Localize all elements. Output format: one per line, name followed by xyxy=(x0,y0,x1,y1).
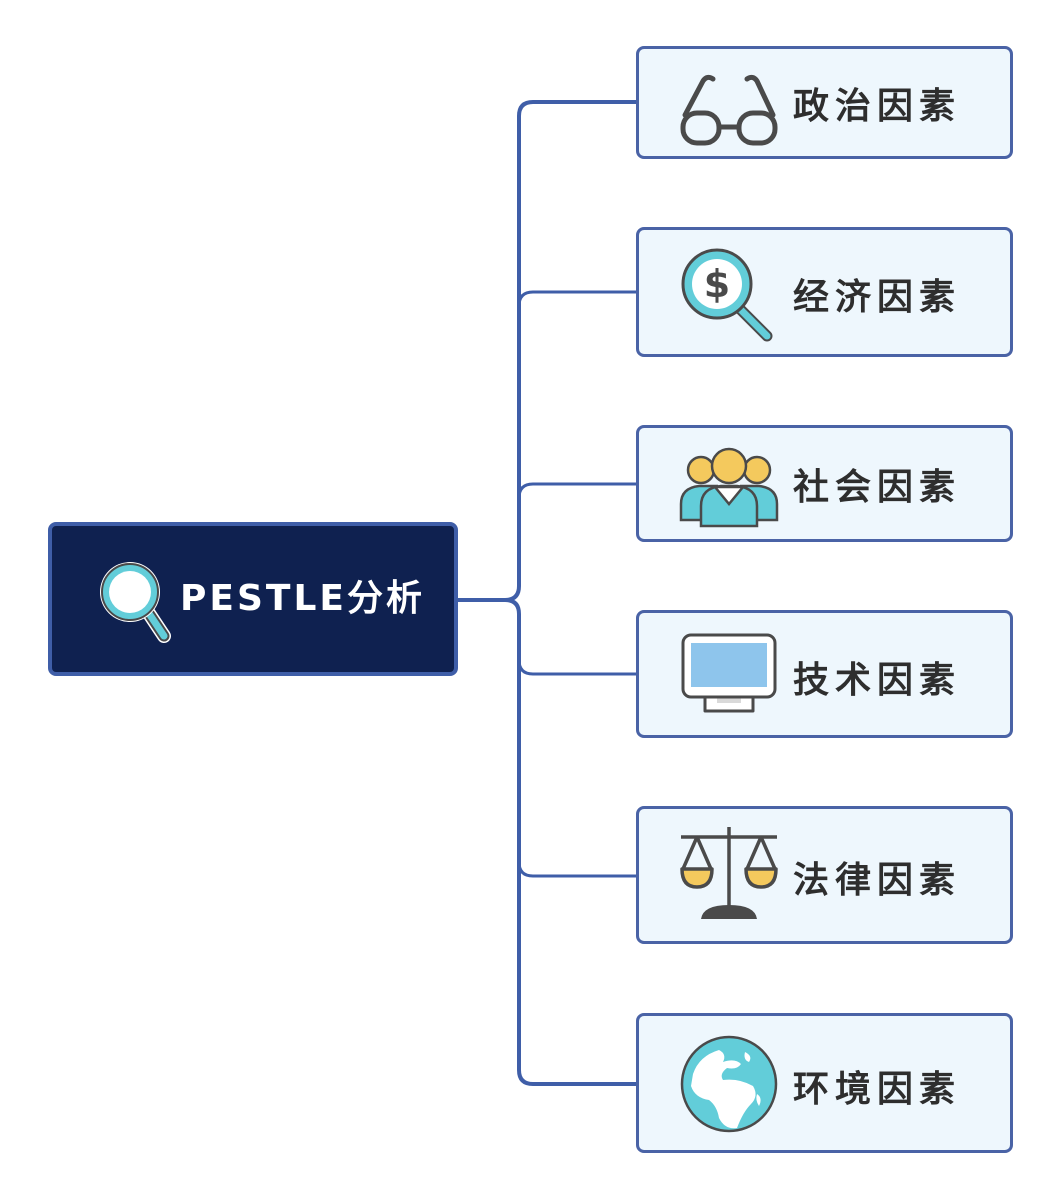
scales-icon xyxy=(680,827,778,919)
branch-node-economic[interactable]: $ 经济因素 xyxy=(636,227,1013,357)
branch-node-technology[interactable]: 技术因素 xyxy=(636,610,1013,738)
svg-text:$: $ xyxy=(704,262,730,306)
branch-node-environment[interactable]: 环境因素 xyxy=(636,1013,1013,1153)
connector-trunk-lower xyxy=(503,598,639,1086)
branch-label: 法律因素 xyxy=(793,860,962,901)
monitor-icon xyxy=(681,633,777,713)
people-group-icon xyxy=(679,447,779,528)
magnifier-icon xyxy=(100,562,171,643)
connector-social xyxy=(517,482,639,500)
root-label: PESTLE分析 xyxy=(180,578,425,619)
branch-label: 环境因素 xyxy=(793,1069,962,1110)
connector-legal xyxy=(517,860,639,878)
branch-label: 技术因素 xyxy=(793,660,962,701)
branch-node-legal[interactable]: 法律因素 xyxy=(636,806,1013,944)
globe-icon xyxy=(680,1035,778,1133)
branch-node-social[interactable]: 社会因素 xyxy=(636,425,1013,542)
branch-label: 经济因素 xyxy=(793,277,962,318)
connector-tech xyxy=(517,658,639,676)
connector-trunk xyxy=(456,100,639,602)
branch-node-politics[interactable]: 政治因素 xyxy=(636,46,1013,159)
dollar-magnifier-icon: $ xyxy=(681,248,773,342)
connector-economic xyxy=(517,290,639,308)
root-node[interactable]: PESTLE分析 xyxy=(48,522,458,676)
glasses-icon xyxy=(680,74,778,146)
branch-label: 政治因素 xyxy=(793,86,962,127)
branch-label: 社会因素 xyxy=(793,467,962,508)
